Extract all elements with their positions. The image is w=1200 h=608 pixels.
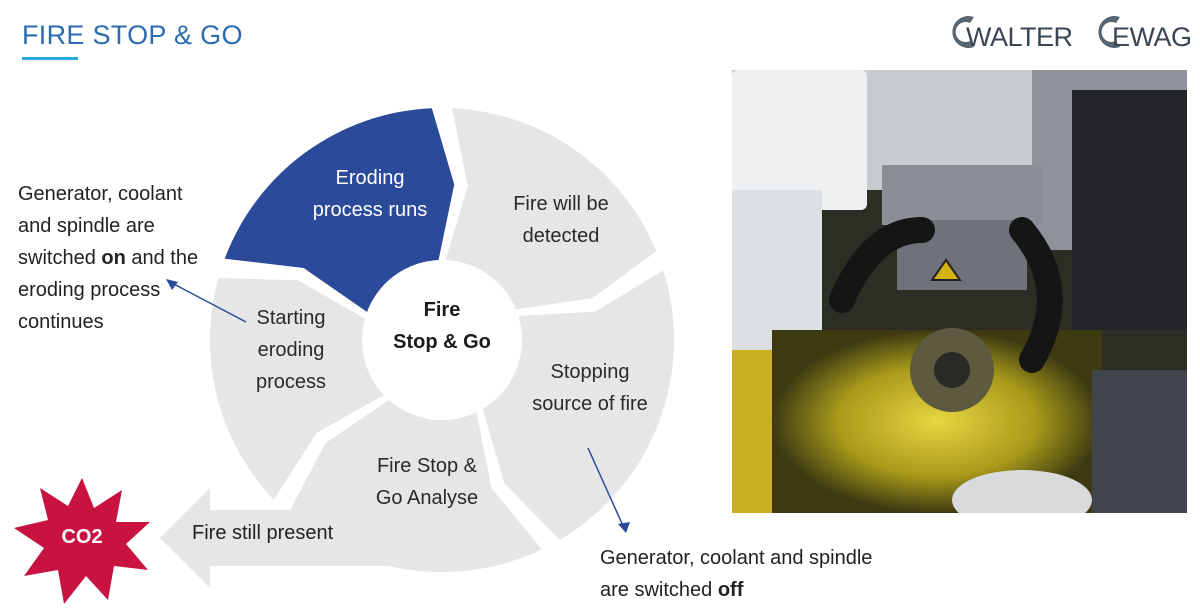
segment-analyse [288, 399, 542, 573]
page-title: FIRE STOP & GO [22, 20, 243, 50]
off-note-bold: off [717, 579, 744, 601]
segment-fire-detected [445, 108, 657, 310]
co2-label: CO2 [61, 526, 103, 548]
on-note-line-3-rest: and the [125, 247, 199, 269]
segment-analyse-line-1: Fire Stop & [376, 455, 478, 477]
on-note-line-4: eroding process [18, 279, 161, 301]
segment-detected-line-1: Fire will be [513, 193, 609, 215]
machine-photo-image [732, 70, 1187, 513]
center-label-line-2: Stop & Go [393, 331, 491, 353]
switched-off-note: Generator, coolant and spindle are switc… [600, 542, 900, 606]
segment-label-starting: Starting eroding process [236, 302, 346, 398]
off-note-line-1: Generator, coolant and spindle [600, 547, 873, 569]
ewag-logo: EWAG [1086, 12, 1196, 52]
segment-stopping-line-2: source of fire [532, 393, 648, 415]
segment-starting-line-2: eroding [257, 339, 325, 361]
segment-label-eroding-runs: Eroding process runs [300, 162, 440, 226]
center-circle [362, 260, 522, 420]
segment-starting [209, 278, 384, 500]
switched-on-note: Generator, coolant and spindle are switc… [18, 178, 218, 338]
on-note-line-1: Generator, coolant [18, 183, 183, 205]
on-note-pointer [169, 281, 247, 323]
segment-starting-line-3: process [255, 371, 327, 393]
co2-burst-icon [14, 478, 150, 604]
off-note-line-2: are switched off [600, 574, 900, 606]
segment-eroding-runs [224, 108, 455, 312]
center-label-line-1: Fire [423, 299, 461, 321]
segment-analyse-line-2: Go Analyse [375, 487, 479, 509]
segment-label-analyse: Fire Stop & Go Analyse [362, 450, 492, 514]
off-note-line-2-text: are switched [600, 579, 718, 601]
on-note-pointer-head [166, 279, 178, 290]
segment-stopping-line-1: Stopping [550, 361, 630, 383]
center-label: Fire Stop & Go [372, 294, 512, 358]
ewag-logo-text: EWAG [1112, 22, 1192, 52]
on-note-line-5: continues [18, 311, 104, 333]
segment-stopping [482, 270, 674, 540]
off-note-pointer-head [618, 522, 630, 533]
on-note-line-3: switched on and the [18, 242, 218, 274]
segment-detected-line-2: detected [522, 225, 600, 247]
machine-photo [732, 70, 1187, 513]
off-note-pointer [587, 447, 625, 529]
title-underline [22, 57, 78, 60]
on-note-bold: on [101, 247, 126, 269]
cycle-diagram [14, 108, 674, 604]
segment-starting-line-1: Starting [256, 307, 326, 329]
on-note-line-3-text: switched [18, 247, 102, 269]
segment-eroding-line-2: process runs [312, 199, 428, 221]
segment-eroding-line-1: Eroding [335, 167, 405, 189]
on-note-line-2: and spindle are [18, 215, 155, 237]
fire-still-present-label: Fire still present [192, 522, 334, 544]
segment-label-stopping: Stopping source of fire [520, 356, 660, 420]
segment-label-fire-detected: Fire will be detected [496, 188, 626, 252]
walter-logo-text: WALTER [966, 22, 1073, 52]
walter-logo-mark-icon [952, 16, 974, 48]
ewag-logo-mark-icon [1098, 16, 1120, 48]
walter-logo: WALTER [940, 12, 1073, 52]
